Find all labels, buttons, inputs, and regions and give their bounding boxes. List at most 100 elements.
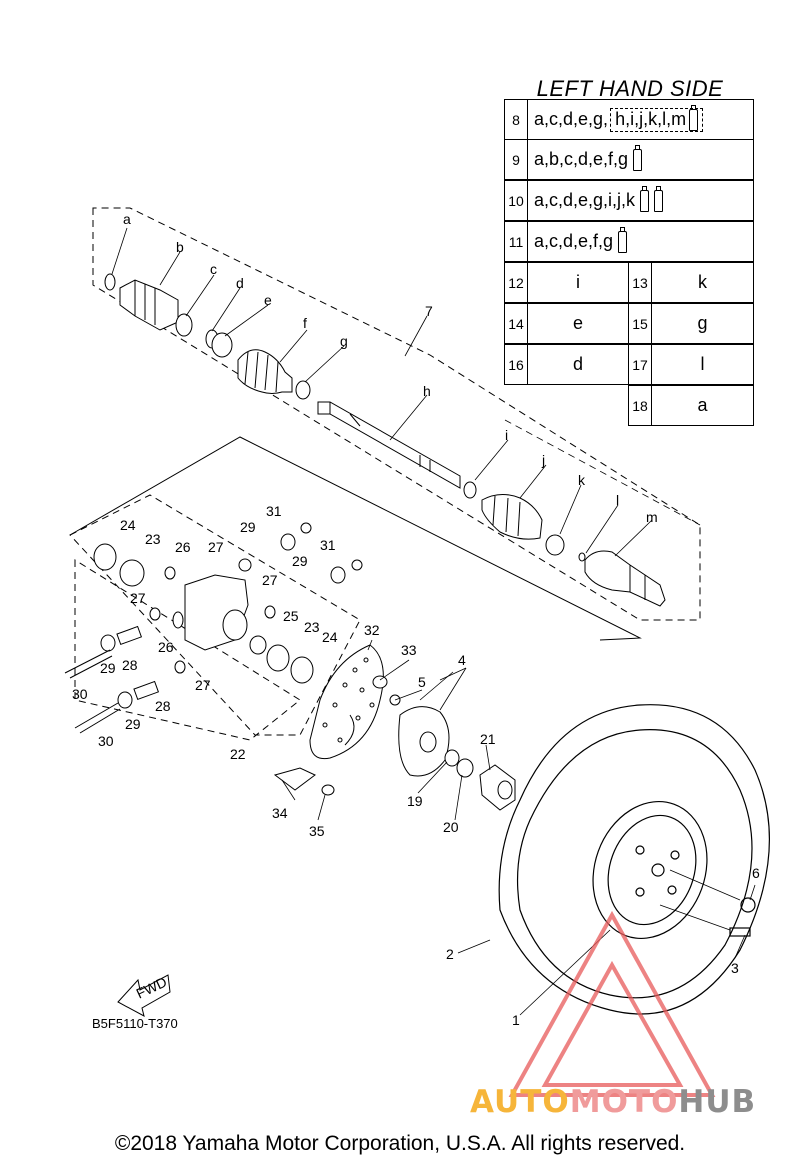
tire-wheel [498,704,770,1015]
row-number: 10 [505,181,528,220]
callout-23: 23 [145,531,161,547]
cv-joint-outer [584,550,666,607]
grease-tube-icon [618,226,628,253]
callout-24: 24 [322,629,338,645]
callout-33: 33 [401,642,417,658]
row-letters: a,c,d,e,g, [534,109,609,129]
callout-5: 5 [418,674,426,690]
copyright-notice: ©2018 Yamaha Motor Corporation, U.S.A. A… [114,1132,686,1155]
knuckle-subassembly-boundary [74,559,301,741]
callout-7: 7 [425,303,433,319]
leader-box [69,436,642,641]
table-cell-12: 12 i [504,262,629,303]
cv-boot-outer [463,481,586,562]
wheel-hub [372,675,516,811]
grease-tube-icon [640,185,650,212]
row-number: 8 [505,100,528,139]
table-row-10: 10 a,c,d,e,g,i,j,k [504,180,754,221]
callout-19: 19 [407,793,423,809]
table-cell-17: 17 l [628,344,754,385]
callout-29: 29 [240,519,256,535]
callout-27: 27 [130,590,146,606]
callout-35: 35 [309,823,325,839]
row-value: d [572,354,583,374]
table-cell-13: 13 k [628,262,754,303]
row-number: 18 [629,386,652,425]
cv-joint-inner [104,273,233,358]
callout-l: l [616,492,619,508]
callout-26: 26 [158,639,174,655]
callout-28: 28 [122,657,138,673]
callout-28: 28 [155,698,171,714]
callout-6: 6 [752,865,760,881]
callout-29: 29 [292,553,308,569]
callout-e: e [264,292,272,308]
callout-3: 3 [731,960,739,976]
row-value: k [698,272,707,292]
callout-32: 32 [364,622,380,638]
driveshaft-assembly-boundary [92,207,701,621]
callout-29: 29 [100,660,116,676]
callout-b: b [176,239,184,255]
diagram-code: B5F5110-T370 [92,1016,178,1031]
callout-c: c [210,261,217,277]
table-cell-14: 14 e [504,303,629,344]
row-number: 16 [505,345,528,384]
axle-shaft [317,401,461,489]
row-number: 17 [629,345,652,384]
grease-tube-icon [654,185,664,212]
brake-disc [309,644,384,760]
callout-f: f [303,315,307,331]
callout-27: 27 [262,572,278,588]
brand-part-moto: MOTO [569,1084,679,1120]
dashed-letters: h,i,j,k,l,m [615,109,687,129]
row-value: g [697,313,708,333]
row-letters: a,c,d,e,g,i,j,k [534,190,636,210]
callout-h: h [423,383,431,399]
row-value: a [697,395,708,415]
callout-1: 1 [512,1012,520,1028]
callout-29: 29 [125,716,141,732]
callout-31: 31 [266,503,282,519]
row-number: 13 [629,263,652,302]
callout-23: 23 [304,619,320,635]
callout-20: 20 [443,819,459,835]
brand-part-auto: AUTO [470,1084,570,1120]
callout-30: 30 [72,686,88,702]
callout-i: i [505,427,508,443]
callout-2: 2 [446,946,454,962]
knuckle-assembly-boundary [69,494,361,736]
row-value: l [700,354,705,374]
table-cell-15: 15 g [628,303,754,344]
row-letters: a,c,d,e,f,g [534,231,614,251]
row-number: 11 [505,222,528,261]
callout-21: 21 [480,731,496,747]
cv-boot-inner [237,349,311,400]
callout-22: 22 [230,746,246,762]
row-value: e [572,313,583,333]
watermark-triangle-logo [508,910,716,1097]
grease-tube-icon [689,104,699,131]
callout-25: 25 [283,608,299,624]
table-row-9: 9 a,b,c,d,e,f,g [504,139,754,180]
brand-part-hub: HUB [678,1084,757,1120]
callout-j: j [541,452,545,468]
dashed-group: h,i,j,k,l,m [610,104,704,132]
callout-a: a [123,211,131,227]
table-cell-18: 18 a [628,385,754,426]
callout-26: 26 [175,539,191,555]
fwd-arrow-icon [117,974,171,1017]
callout-k: k [578,472,586,488]
callout-4: 4 [458,652,466,668]
row-number: 9 [505,140,528,179]
leader-lines [111,227,756,1016]
callout-24: 24 [120,517,136,533]
row-number: 14 [505,304,528,343]
callout-31: 31 [320,537,336,553]
watermark-brand: AUTOMOTOHUB [470,1084,756,1120]
row-value: i [576,272,580,292]
table-title: LEFT HAND SIDE [536,76,724,101]
table-row-11: 11 a,c,d,e,f,g [504,221,754,262]
callout-27: 27 [208,539,224,555]
